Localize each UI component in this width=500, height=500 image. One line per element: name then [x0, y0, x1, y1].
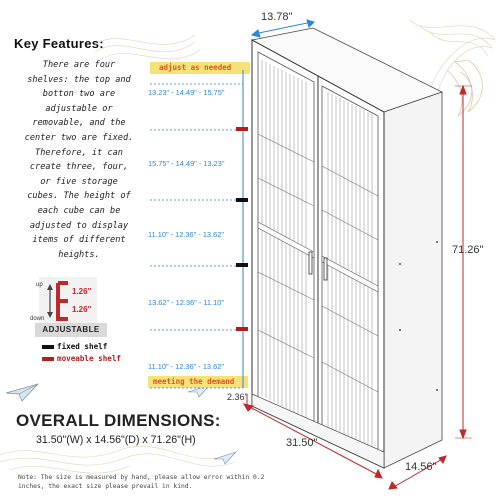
moveable-shelf-swatch [42, 357, 54, 361]
cube-height-label: 11.10" - 12.36" - 13.62" [148, 230, 224, 239]
paper-plane-icon [213, 451, 237, 465]
base-measure: 2.36" [227, 392, 248, 402]
key-features-line: adjusted to display [29, 220, 129, 231]
adjust-down-label: down [30, 316, 45, 322]
top-depth-measure: 13.78" [261, 11, 293, 23]
overall-dimensions-value: 31.50"(W) x 14.56"(D) x 71.26"(H) [36, 434, 196, 446]
adjust-value-bottom: 1.26" [72, 305, 92, 314]
key-features-line: removable, and the [32, 118, 126, 129]
demand-highlight [148, 376, 248, 388]
adjust-highlight [150, 62, 250, 74]
cube-height-label: 15.75" - 14.49" - 13.23" [148, 159, 225, 168]
key-features-line: each cube can be [37, 205, 121, 216]
width-measure: 31.50" [286, 437, 318, 449]
cube-height-label: 13.62" - 12.36" - 11.10" [148, 298, 224, 307]
key-features-line: or five storage [40, 176, 118, 187]
adjustable-label: ADJUSTABLE [35, 323, 107, 337]
adjust-value-top: 1.26" [72, 287, 92, 296]
height-measure: 71.26" [452, 244, 484, 256]
key-features-line: items of different [32, 235, 126, 246]
fixed-shelf-legend: fixed shelf [57, 342, 108, 351]
cube-height-label: 11.10" - 12.36" - 13.62" [148, 362, 224, 371]
adjust-up-label: up [36, 282, 43, 288]
key-features-line: center two are fixed. [24, 132, 134, 143]
fixed-shelf-swatch [42, 345, 54, 349]
overall-dimensions-title: OVERALL DIMENSIONS: [16, 411, 221, 430]
key-features-line: botton two are [42, 89, 116, 100]
key-features-line: There are four [42, 60, 116, 70]
key-features-line: Therefore, it can [35, 147, 123, 158]
key-features-line: create three, four, [29, 162, 129, 173]
key-features-line: cubes. The height of [27, 191, 131, 202]
key-features-title: Key Features: [14, 36, 104, 51]
measurement-note: Note: The size is measured by hand, plea… [18, 474, 265, 490]
cube-height-label: 13.23" - 14.49" - 15.75" [148, 88, 225, 97]
key-features-line: adjustable or [45, 103, 113, 114]
adjust-diagram [47, 281, 68, 321]
paper-plane-icon [5, 383, 40, 402]
key-features-text: There are four shelves: the top and bott… [14, 58, 144, 262]
depth-measure: 14.56" [405, 461, 437, 473]
meeting-the-demand-label: meeting the demand [153, 377, 235, 386]
key-features-line: shelves: the top and [27, 74, 131, 85]
adjust-as-needed-label: adjust as needed [159, 63, 232, 72]
moveable-shelf-legend: moveable shelf [57, 354, 122, 363]
key-features-line: heights. [58, 249, 100, 260]
